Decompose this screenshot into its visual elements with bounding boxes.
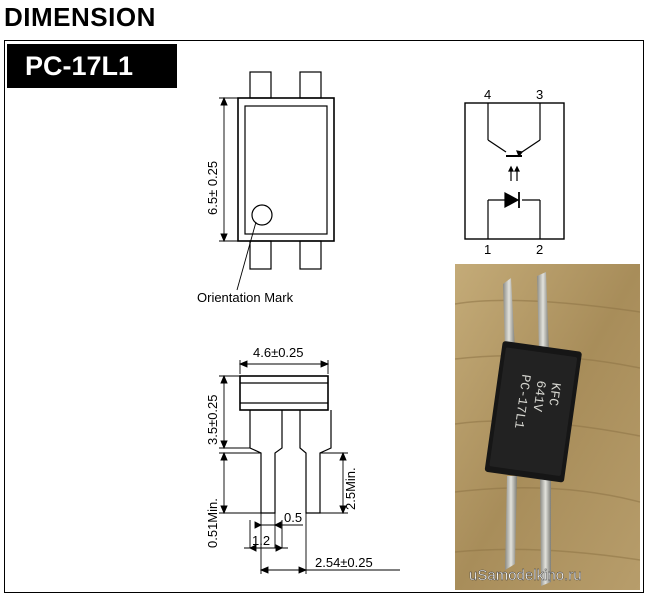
chip-marking-line2: 641V: [529, 379, 548, 412]
orientation-mark-label: Orientation Mark: [197, 290, 294, 305]
side-view-package: [239, 375, 332, 514]
transistor-collector: [487, 139, 507, 153]
pin-label-3: 3: [536, 87, 543, 102]
photo-pins: [503, 272, 551, 586]
pin-label-1: 1: [484, 242, 491, 257]
orientation-leader: [236, 221, 257, 291]
top-view-height-dimension: [219, 96, 238, 243]
lead-length-dim-label: 2.5Min.: [343, 467, 358, 510]
lead-shoulder-dim-label: 1.2: [252, 533, 270, 548]
top-view-package: [237, 71, 335, 270]
pin-label-4: 4: [484, 87, 491, 102]
drawing-frame: [4, 40, 644, 593]
schematic-symbol: [464, 102, 565, 240]
led-diode-icon: [504, 191, 520, 209]
top-height-dim-label: 6.5± 0.25: [205, 161, 220, 215]
pin-label-2: 2: [536, 242, 543, 257]
watermark: uSamodelkino.ru: [469, 567, 582, 584]
chip-marking-line3: KFC: [545, 382, 563, 407]
part-number-label: PC-17L1: [7, 44, 177, 88]
pitch-dim-label: 2.54±0.25: [315, 555, 373, 570]
side-view-dimensions: [219, 360, 400, 574]
body-height-dim-label: 3.5±0.25: [205, 394, 220, 445]
transistor-emitter: [521, 139, 541, 153]
width-dim-label: 4.6±0.25: [253, 345, 304, 360]
page-title: DIMENSION: [4, 2, 156, 32]
standoff-dim-label: 0.51Min.: [205, 498, 220, 548]
component-photo: PC-17L1 641V KFC uSamodelkino.ru: [455, 264, 640, 590]
lead-width-dim-label: 0.5: [284, 510, 302, 525]
orientation-mark: [251, 204, 273, 226]
